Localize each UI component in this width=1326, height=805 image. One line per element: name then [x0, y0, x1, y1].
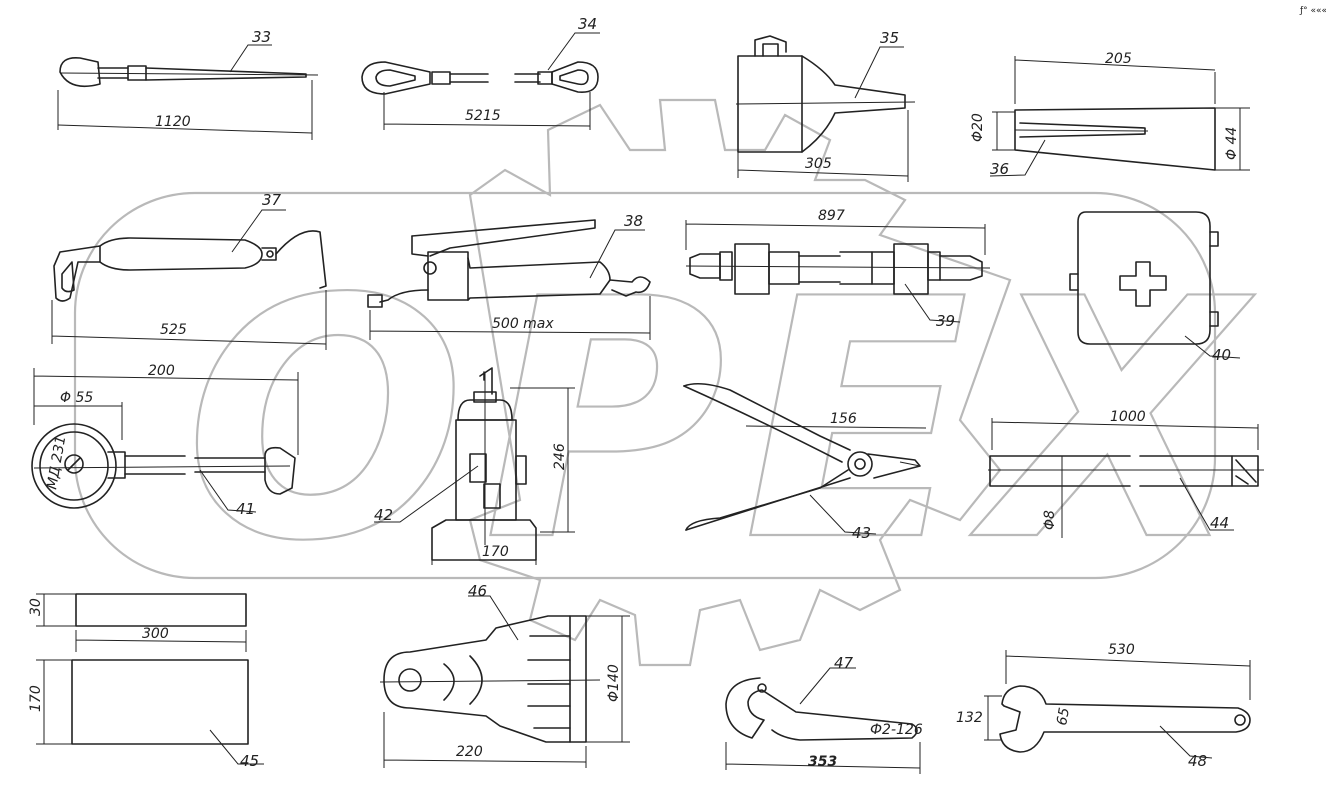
part-41-gauge: МД 231 200 Φ 55 41: [31, 363, 299, 518]
part-38-label: 38: [624, 212, 643, 230]
corner-mark: ƒ° «««: [1299, 6, 1326, 16]
part-48-open-wrench: 65 530 132 48: [956, 642, 1251, 770]
part-42-jack: 246 170 42: [374, 367, 575, 565]
part-40-first-aid-kit: 40: [1069, 211, 1241, 364]
part-38-dim: 500 max: [492, 316, 554, 332]
part-36-label: 36: [990, 160, 1009, 178]
part-47-label: 47: [834, 654, 854, 672]
part-36-dim-b: Φ 44: [1224, 127, 1240, 160]
part-46-dim: 220: [456, 744, 483, 760]
watermark-gear: [468, 98, 1012, 667]
part-45-dim-a: 30: [28, 598, 44, 616]
part-34-label: 34: [578, 15, 597, 33]
part-43-label: 43: [852, 524, 871, 542]
part-34-dim: 5215: [465, 108, 501, 124]
part-43-dim: 156: [830, 411, 857, 427]
part-46-label: 46: [468, 582, 487, 600]
part-46-wheel-wrench: Φ140 220 46: [379, 582, 630, 768]
part-44-label: 44: [1210, 514, 1229, 532]
watermark: OPEX: [73, 98, 1259, 667]
part-42-label: 42: [374, 506, 393, 524]
part-33-dim: 1120: [155, 114, 191, 130]
part-36-dim: 205: [1105, 51, 1132, 67]
part-39-label: 39: [936, 312, 955, 330]
watermark-band: [73, 191, 1217, 580]
part-44-rod: 1000 Φ8 44: [988, 409, 1264, 538]
part-33-label: 33: [252, 28, 271, 46]
part-48-marking: 65: [1054, 706, 1073, 726]
part-36-dim-a: Φ20: [970, 113, 986, 142]
part-42-dim-a: 246: [552, 443, 568, 470]
part-35-dim: 305: [805, 156, 832, 172]
part-46-dim-a: Φ140: [606, 664, 622, 702]
part-40-label: 40: [1212, 346, 1231, 364]
part-47-dim: 353: [808, 754, 837, 770]
part-45-label: 45: [240, 752, 259, 770]
part-47-hook-wrench: Ф2-126 353 47: [725, 654, 923, 774]
part-39-hose: 897 39: [685, 208, 991, 330]
part-48-label: 48: [1188, 752, 1207, 770]
part-34-tow-cable: 5215 34: [361, 15, 600, 130]
part-39-dim: 897: [818, 208, 845, 224]
part-41-label: 41: [236, 500, 255, 518]
part-43-pliers: 156 43: [683, 382, 927, 542]
part-38-grease-gun: 500 max 38: [367, 212, 651, 340]
part-41-dim-a: Φ 55: [60, 390, 93, 406]
part-44-dim: 1000: [1110, 409, 1146, 425]
part-37-syringe: 525 37: [51, 191, 327, 350]
part-35-label: 35: [880, 29, 899, 47]
part-41-dim: 200: [148, 363, 175, 379]
part-45-dim-b: 170: [28, 685, 44, 712]
part-35-funnel: 305 35: [735, 29, 916, 182]
part-48-dim: 530: [1108, 642, 1135, 658]
part-33-shovel: 1120 33: [57, 28, 319, 140]
part-37-dim: 525: [160, 322, 187, 338]
part-45-dim: 300: [142, 626, 169, 642]
part-45-pads: 30 170 300 45: [28, 593, 264, 770]
watermark-text: OPEX: [185, 229, 1259, 613]
part-36-sleeve: 205 Φ20 Φ 44 36: [970, 51, 1250, 178]
part-44-dim-a: Φ8: [1042, 510, 1058, 530]
part-48-dim-a: 132: [956, 710, 983, 726]
part-37-label: 37: [262, 191, 282, 209]
part-47-marking: Ф2-126: [870, 722, 923, 738]
part-42-dim: 170: [482, 544, 509, 560]
